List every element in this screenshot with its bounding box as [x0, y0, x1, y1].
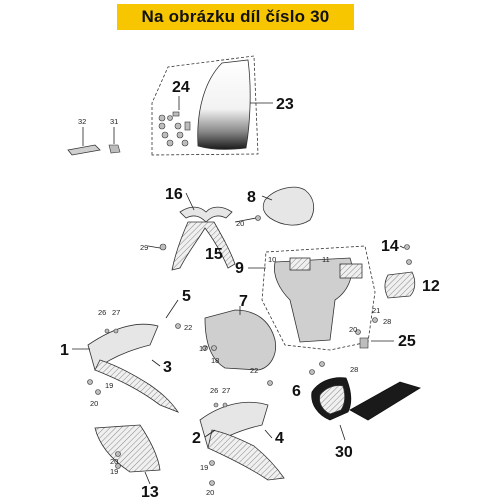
callout-5: 5 [182, 288, 191, 305]
windshield-icon [197, 59, 251, 150]
callout-6: 6 [292, 383, 301, 400]
callout-20-b: 20 [349, 325, 357, 334]
banner-title: Na obrázku díl číslo 30 [141, 7, 330, 26]
bracket-11-icon [339, 263, 363, 279]
callout-19-b: 19 [110, 467, 118, 476]
callout-20-c: 20 [90, 399, 98, 408]
cover-12-icon [384, 271, 416, 299]
bracket-10-icon [289, 257, 311, 271]
callout-16: 16 [165, 186, 183, 203]
callout-22-b: 22 [250, 366, 258, 375]
callout-19-a: 19 [105, 381, 113, 390]
callout-20-e: 20 [206, 488, 214, 497]
screw-29-icon [159, 243, 167, 251]
mirror-cover-30-arm-icon [349, 381, 421, 421]
panel-13-icon [94, 424, 161, 473]
clip-25-icon [359, 337, 369, 349]
callout-13: 13 [141, 484, 159, 500]
callout-31: 31 [110, 117, 118, 126]
windshield-fasteners [158, 111, 191, 147]
callout-26-b: 26 [210, 386, 218, 395]
callout-18: 18 [211, 356, 219, 365]
callout-1: 1 [60, 342, 69, 359]
callout-4: 4 [275, 430, 284, 447]
callout-7: 7 [239, 293, 248, 310]
callout-30: 30 [335, 444, 353, 461]
callout-14: 14 [381, 238, 399, 255]
callout-27-a: 27 [112, 308, 120, 317]
banner: Na obrázku díl číslo 30 [117, 4, 354, 30]
panel-15-icon [171, 221, 236, 271]
callout-3: 3 [163, 359, 172, 376]
side-panel-3-icon [94, 359, 180, 413]
callout-8: 8 [247, 189, 256, 206]
callout-28-b: 28 [350, 365, 358, 374]
callout-19-c: 19 [200, 463, 208, 472]
clip-31-icon [108, 144, 121, 154]
callout-28-a: 28 [383, 317, 391, 326]
callout-21: 21 [372, 306, 380, 315]
callout-11: 11 [322, 255, 330, 264]
side-panel-4-icon [207, 429, 285, 481]
callout-15: 15 [205, 246, 223, 263]
callout-27-b: 27 [222, 386, 230, 395]
callout-17: 17 [199, 344, 207, 353]
callout-20-d: 20 [110, 457, 118, 466]
callout-25: 25 [398, 333, 416, 350]
panel-16-icon [179, 206, 233, 223]
callout-10: 10 [268, 255, 276, 264]
callout-29: 29 [140, 243, 148, 252]
callout-20-a: 20 [236, 219, 244, 228]
callout-9: 9 [235, 260, 244, 277]
callout-24: 24 [172, 79, 190, 96]
callout-32: 32 [78, 117, 86, 126]
callout-26-a: 26 [98, 308, 106, 317]
bracket-32-icon [67, 144, 101, 156]
callout-2: 2 [192, 430, 201, 447]
frame-7-icon [204, 309, 277, 371]
callout-12: 12 [422, 278, 440, 295]
callout-23: 23 [276, 96, 294, 113]
mirror-cover-30-inner-icon [319, 385, 346, 415]
callout-22-a: 22 [184, 323, 192, 332]
cover-8-icon [262, 186, 315, 226]
group-9-outline [261, 245, 376, 351]
